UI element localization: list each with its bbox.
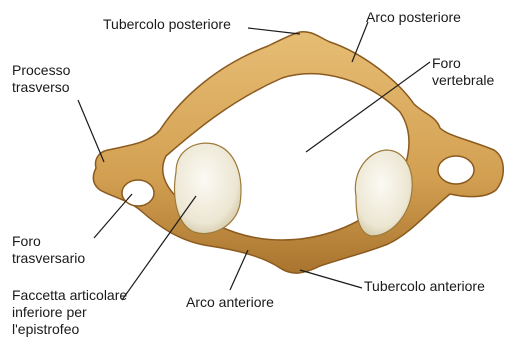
label-processo-trasverso: Processo trasverso — [12, 62, 70, 96]
leader-tubercolo-anteriore — [300, 270, 362, 288]
label-foro-vertebrale: Foro vertebrale — [432, 55, 494, 89]
label-foro-trasversario: Foro trasversario — [12, 233, 85, 267]
leader-tubercolo-posteriore — [248, 28, 300, 34]
label-faccetta-articolare: Faccetta articolare inferiore per l'epis… — [12, 287, 127, 338]
label-tubercolo-posteriore: Tubercolo posteriore — [103, 16, 231, 33]
leader-processo-trasverso — [78, 100, 104, 162]
left-transverse-foramen — [122, 180, 154, 206]
left-articular-facet — [175, 143, 241, 233]
leader-foro-trasversario — [94, 194, 132, 238]
right-transverse-foramen — [438, 156, 474, 184]
label-arco-anteriore: Arco anteriore — [186, 294, 274, 311]
leader-arco-anteriore — [230, 250, 248, 290]
label-tubercolo-anteriore: Tubercolo anteriore — [364, 278, 485, 295]
label-arco-posteriore: Arco posteriore — [366, 9, 461, 26]
